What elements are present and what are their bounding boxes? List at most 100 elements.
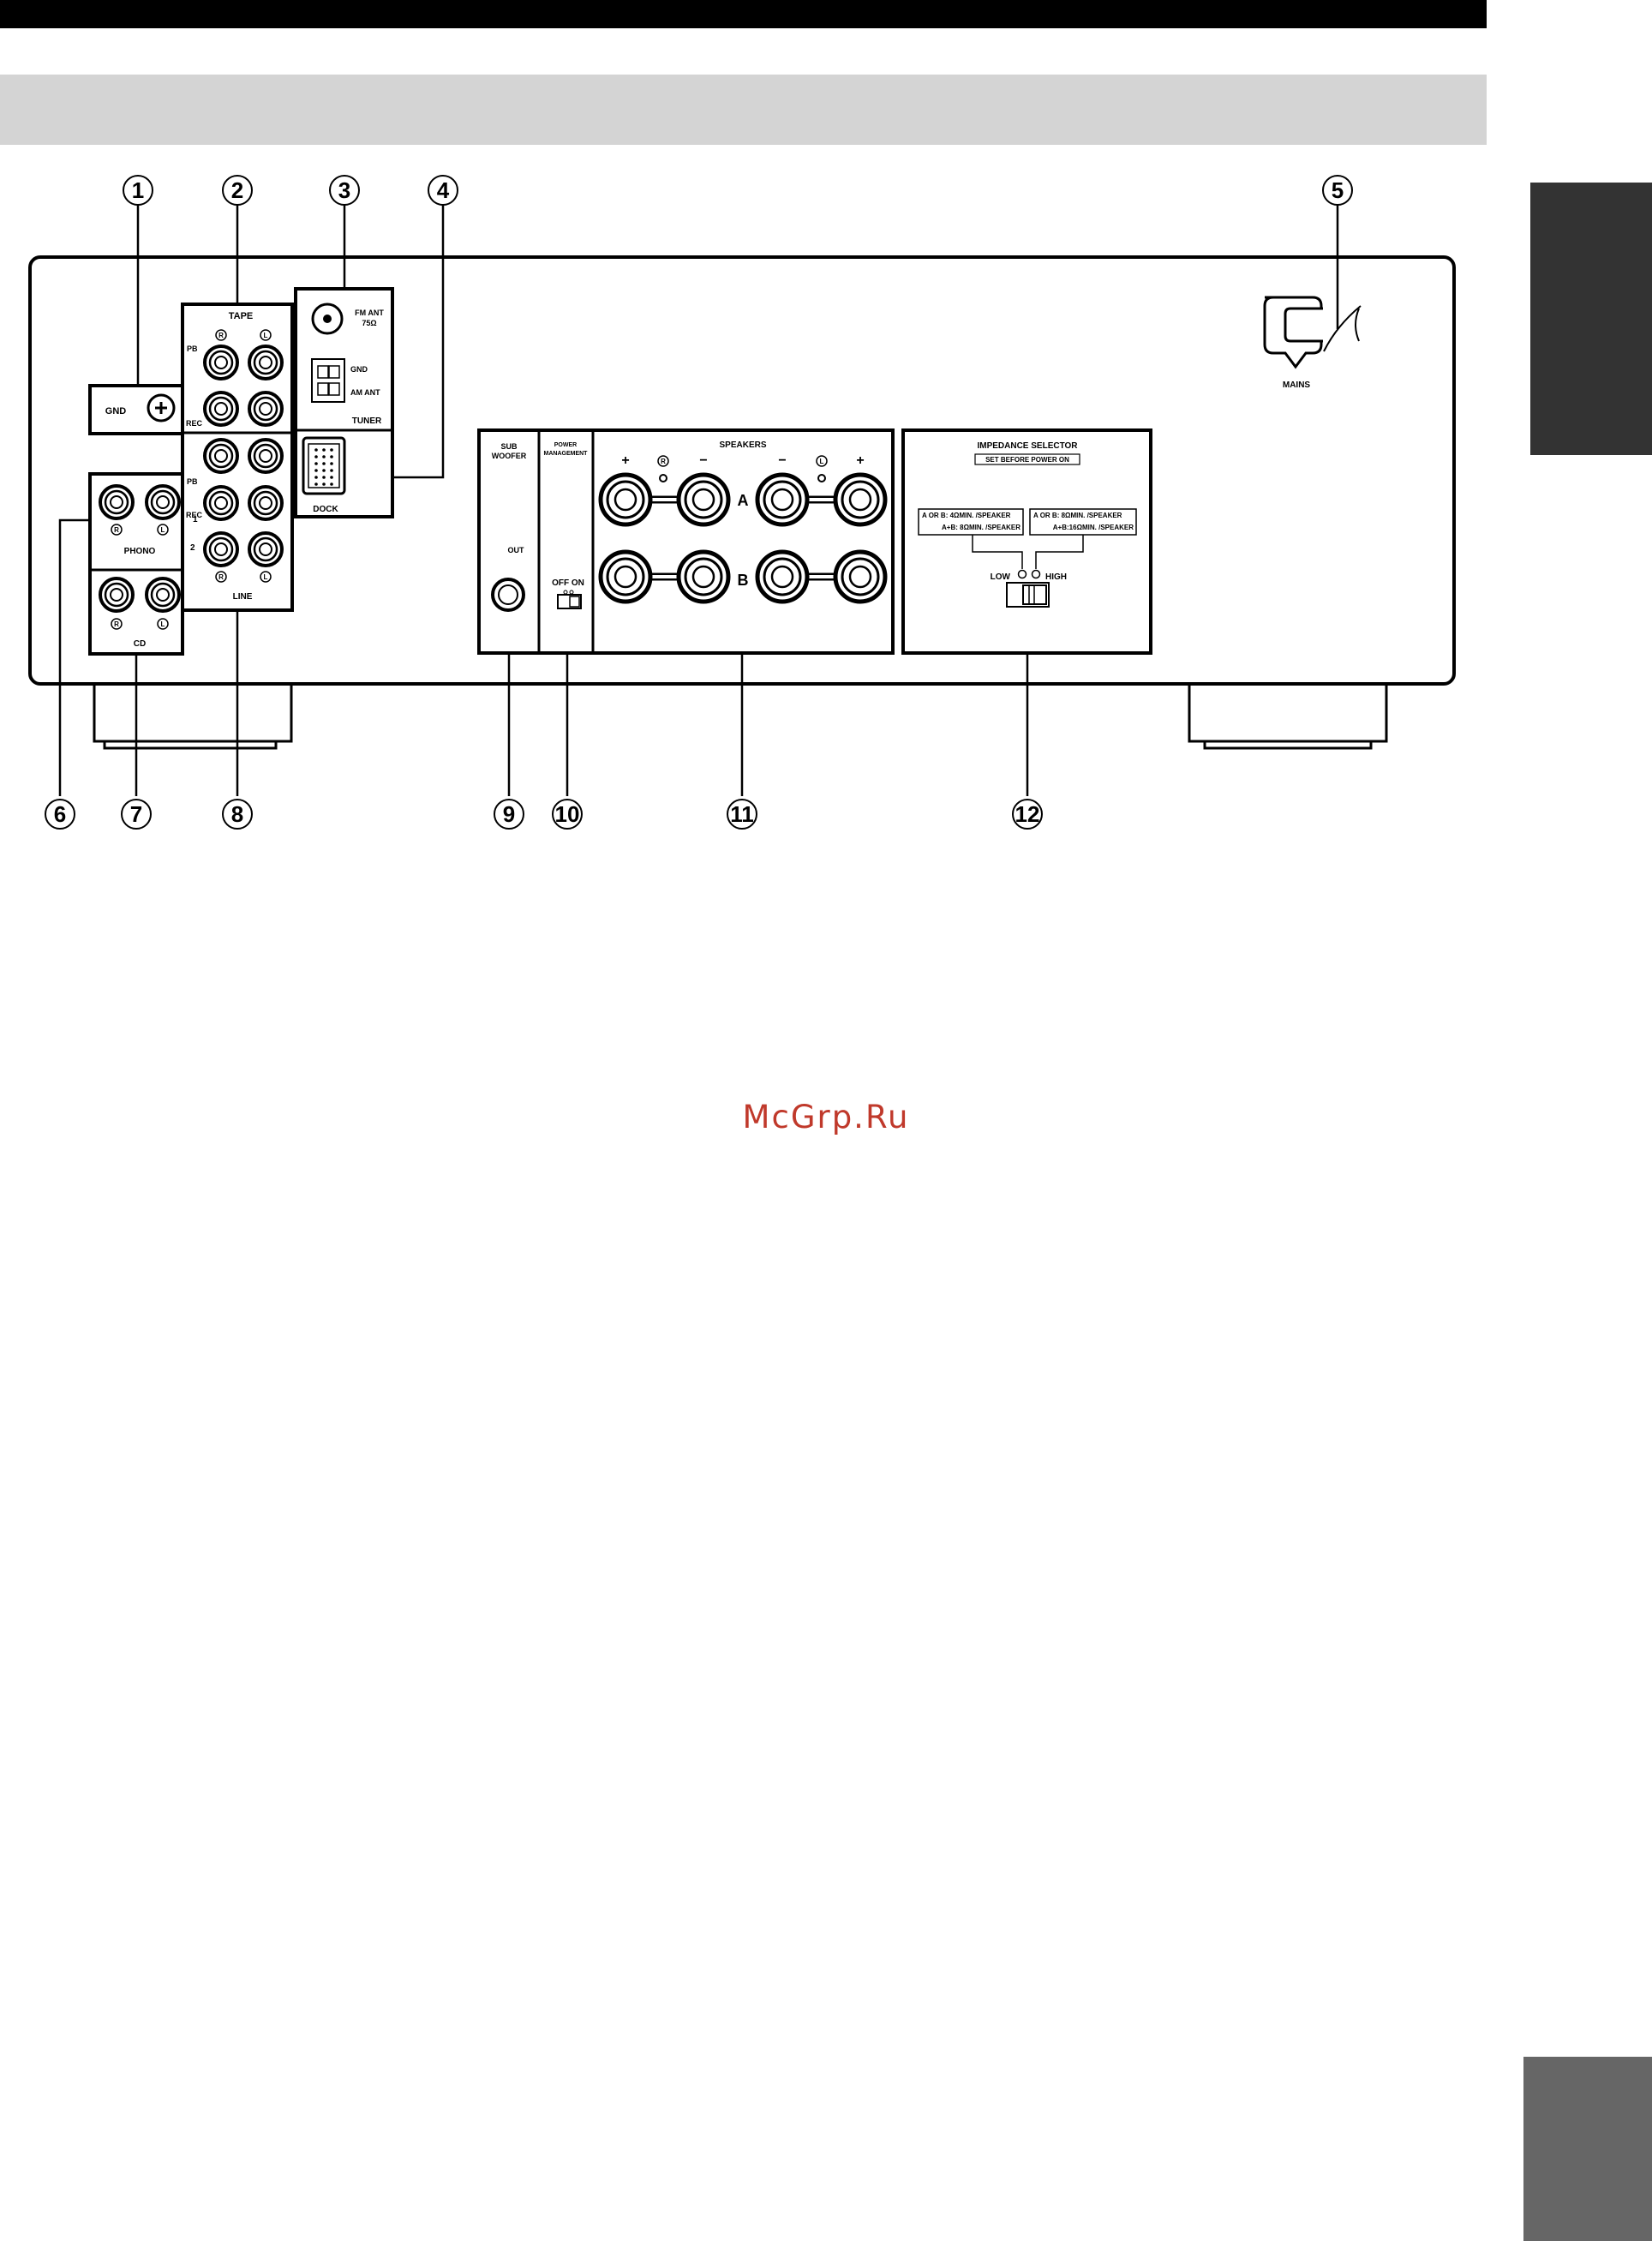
high-spec-line2: A+B:16ΩMIN. /SPEAKER — [1053, 524, 1134, 531]
out-label: OUT — [508, 546, 525, 554]
callout-6: 6 — [45, 799, 75, 830]
phono-r-mark: R — [114, 526, 119, 534]
callout-7: 7 — [121, 799, 152, 830]
impedance-selector-switch[interactable] — [1006, 582, 1050, 608]
sub-label: SUB — [500, 442, 518, 451]
callout-1: 1 — [123, 175, 153, 206]
tape-pb-l-jack[interactable] — [248, 345, 284, 380]
speaker-a-terminal-2[interactable] — [676, 472, 731, 527]
callout-3: 3 — [329, 175, 360, 206]
speaker-a-terminal-4[interactable] — [833, 472, 888, 527]
speaker-l-mark: L — [820, 458, 824, 465]
tape-pb-r-jack[interactable] — [203, 345, 239, 380]
high-label: HIGH — [1045, 572, 1067, 582]
tuner-label: TUNER — [352, 416, 382, 426]
line1-rec-label: REC — [186, 511, 203, 519]
callout-12: 12 — [1012, 799, 1043, 830]
line1-rec-l-jack[interactable] — [248, 485, 284, 521]
line1-pb-l-jack[interactable] — [248, 438, 284, 474]
am-ant-terminal[interactable] — [311, 358, 345, 403]
line1-pb-label: PB — [187, 477, 198, 486]
speaker-r-mark: R — [661, 458, 666, 465]
high-spec-line1: A OR B: 8ΩMIN. /SPEAKER — [1033, 512, 1122, 519]
svg-text:11: 11 — [730, 801, 754, 827]
fm-ant-label: FM ANT — [355, 309, 384, 317]
right-foot — [1188, 686, 1388, 750]
speaker-a-terminal-3[interactable] — [755, 472, 810, 527]
speaker-a-label: A — [738, 492, 749, 509]
callout-11: 11 — [727, 799, 757, 830]
line1-pb-r-jack[interactable] — [203, 438, 239, 474]
speaker-a-r-plus: + — [621, 453, 629, 468]
svg-text:12: 12 — [1015, 801, 1040, 827]
mains-cord — [1284, 307, 1323, 343]
callout-leader-lines — [58, 204, 1339, 796]
speaker-b-terminal-3[interactable] — [755, 549, 810, 604]
mains-label: MAINS — [1283, 380, 1311, 390]
speaker-b-label: B — [738, 572, 749, 589]
phono-r-jack[interactable] — [99, 484, 135, 520]
speaker-a-terminal-1[interactable] — [598, 472, 653, 527]
phono-l-mark: L — [161, 526, 165, 534]
svg-text:4: 4 — [437, 177, 450, 203]
header-black-bar — [0, 0, 1487, 28]
line1-number: 1 — [193, 515, 198, 524]
tape-rec-l-jack[interactable] — [248, 391, 284, 427]
callout-2: 2 — [222, 175, 253, 206]
dock-connector[interactable] — [302, 436, 346, 495]
section-title-band — [0, 75, 1487, 145]
tuner-dock-group: FM ANT 75Ω GND AM ANT TUNER DOCK — [294, 287, 394, 518]
ohm75-label: 75Ω — [362, 319, 376, 327]
cd-l-jack[interactable] — [145, 577, 181, 613]
tape-l-mark: L — [264, 332, 268, 339]
speaker-b-terminal-4[interactable] — [833, 549, 888, 604]
tuner-gnd-label: GND — [350, 365, 368, 374]
line2-l-jack[interactable] — [248, 531, 284, 567]
svg-text:6: 6 — [54, 801, 66, 827]
phono-l-jack[interactable] — [145, 484, 181, 520]
rear-panel-diagram: GND TAPE PB REC PB 1 REC 2 LINE R L R L … — [28, 175, 1456, 830]
svg-text:2: 2 — [231, 177, 243, 203]
low-label: LOW — [991, 572, 1011, 582]
line-r-mark: R — [218, 573, 224, 581]
callout-8: 8 — [222, 799, 253, 830]
line-label: LINE — [233, 592, 253, 602]
svg-text:3: 3 — [338, 177, 350, 203]
svg-text:9: 9 — [503, 801, 515, 827]
fm-ant-jack[interactable] — [311, 303, 344, 335]
management-label: MANAGEMENT — [544, 451, 589, 457]
callout-5: 5 — [1322, 175, 1353, 206]
tape-rec-r-jack[interactable] — [203, 391, 239, 427]
off-on-label: OFF ON — [552, 578, 584, 588]
cd-l-mark: L — [161, 620, 165, 628]
subwoofer-out-jack[interactable] — [491, 578, 525, 612]
tape-r-mark: R — [218, 332, 224, 339]
svg-text:8: 8 — [231, 801, 243, 827]
svg-text:1: 1 — [132, 177, 144, 203]
speaker-a-l-minus: − — [778, 453, 786, 468]
impedance-selector-label: IMPEDANCE SELECTOR — [977, 441, 1078, 451]
line1-rec-r-jack[interactable] — [203, 485, 239, 521]
language-side-tab — [1530, 183, 1652, 455]
cd-label: CD — [134, 639, 146, 649]
svg-text:7: 7 — [130, 801, 142, 827]
callout-10: 10 — [552, 799, 583, 830]
impedance-selector-group: IMPEDANCE SELECTOR SET BEFORE POWER ON A… — [901, 428, 1152, 655]
low-spec-line2: A+B: 8ΩMIN. /SPEAKER — [942, 524, 1021, 531]
cd-r-jack[interactable] — [99, 577, 135, 613]
low-spec-line1: A OR B: 4ΩMIN. /SPEAKER — [922, 512, 1011, 519]
power-management-switch[interactable] — [557, 594, 582, 609]
speaker-b-terminal-1[interactable] — [598, 549, 653, 604]
tape-line-jacks-group: TAPE PB REC PB 1 REC 2 LINE R L R L — [181, 303, 294, 612]
set-before-power-on-label: SET BEFORE POWER ON — [985, 456, 1069, 464]
callout-4: 4 — [428, 175, 458, 206]
am-ant-label: AM ANT — [350, 388, 380, 397]
cd-r-mark: R — [114, 620, 119, 628]
speaker-b-terminal-2[interactable] — [676, 549, 731, 604]
sub-power-speakers-group: SUB WOOFER OUT POWER MANAGEMENT OFF ON S… — [477, 428, 895, 655]
line2-r-jack[interactable] — [203, 531, 239, 567]
svg-text:10: 10 — [555, 801, 580, 827]
gnd-screw-icon[interactable] — [147, 393, 176, 422]
svg-text:5: 5 — [1332, 177, 1344, 203]
mains-cord-group: MAINS — [1263, 296, 1362, 390]
